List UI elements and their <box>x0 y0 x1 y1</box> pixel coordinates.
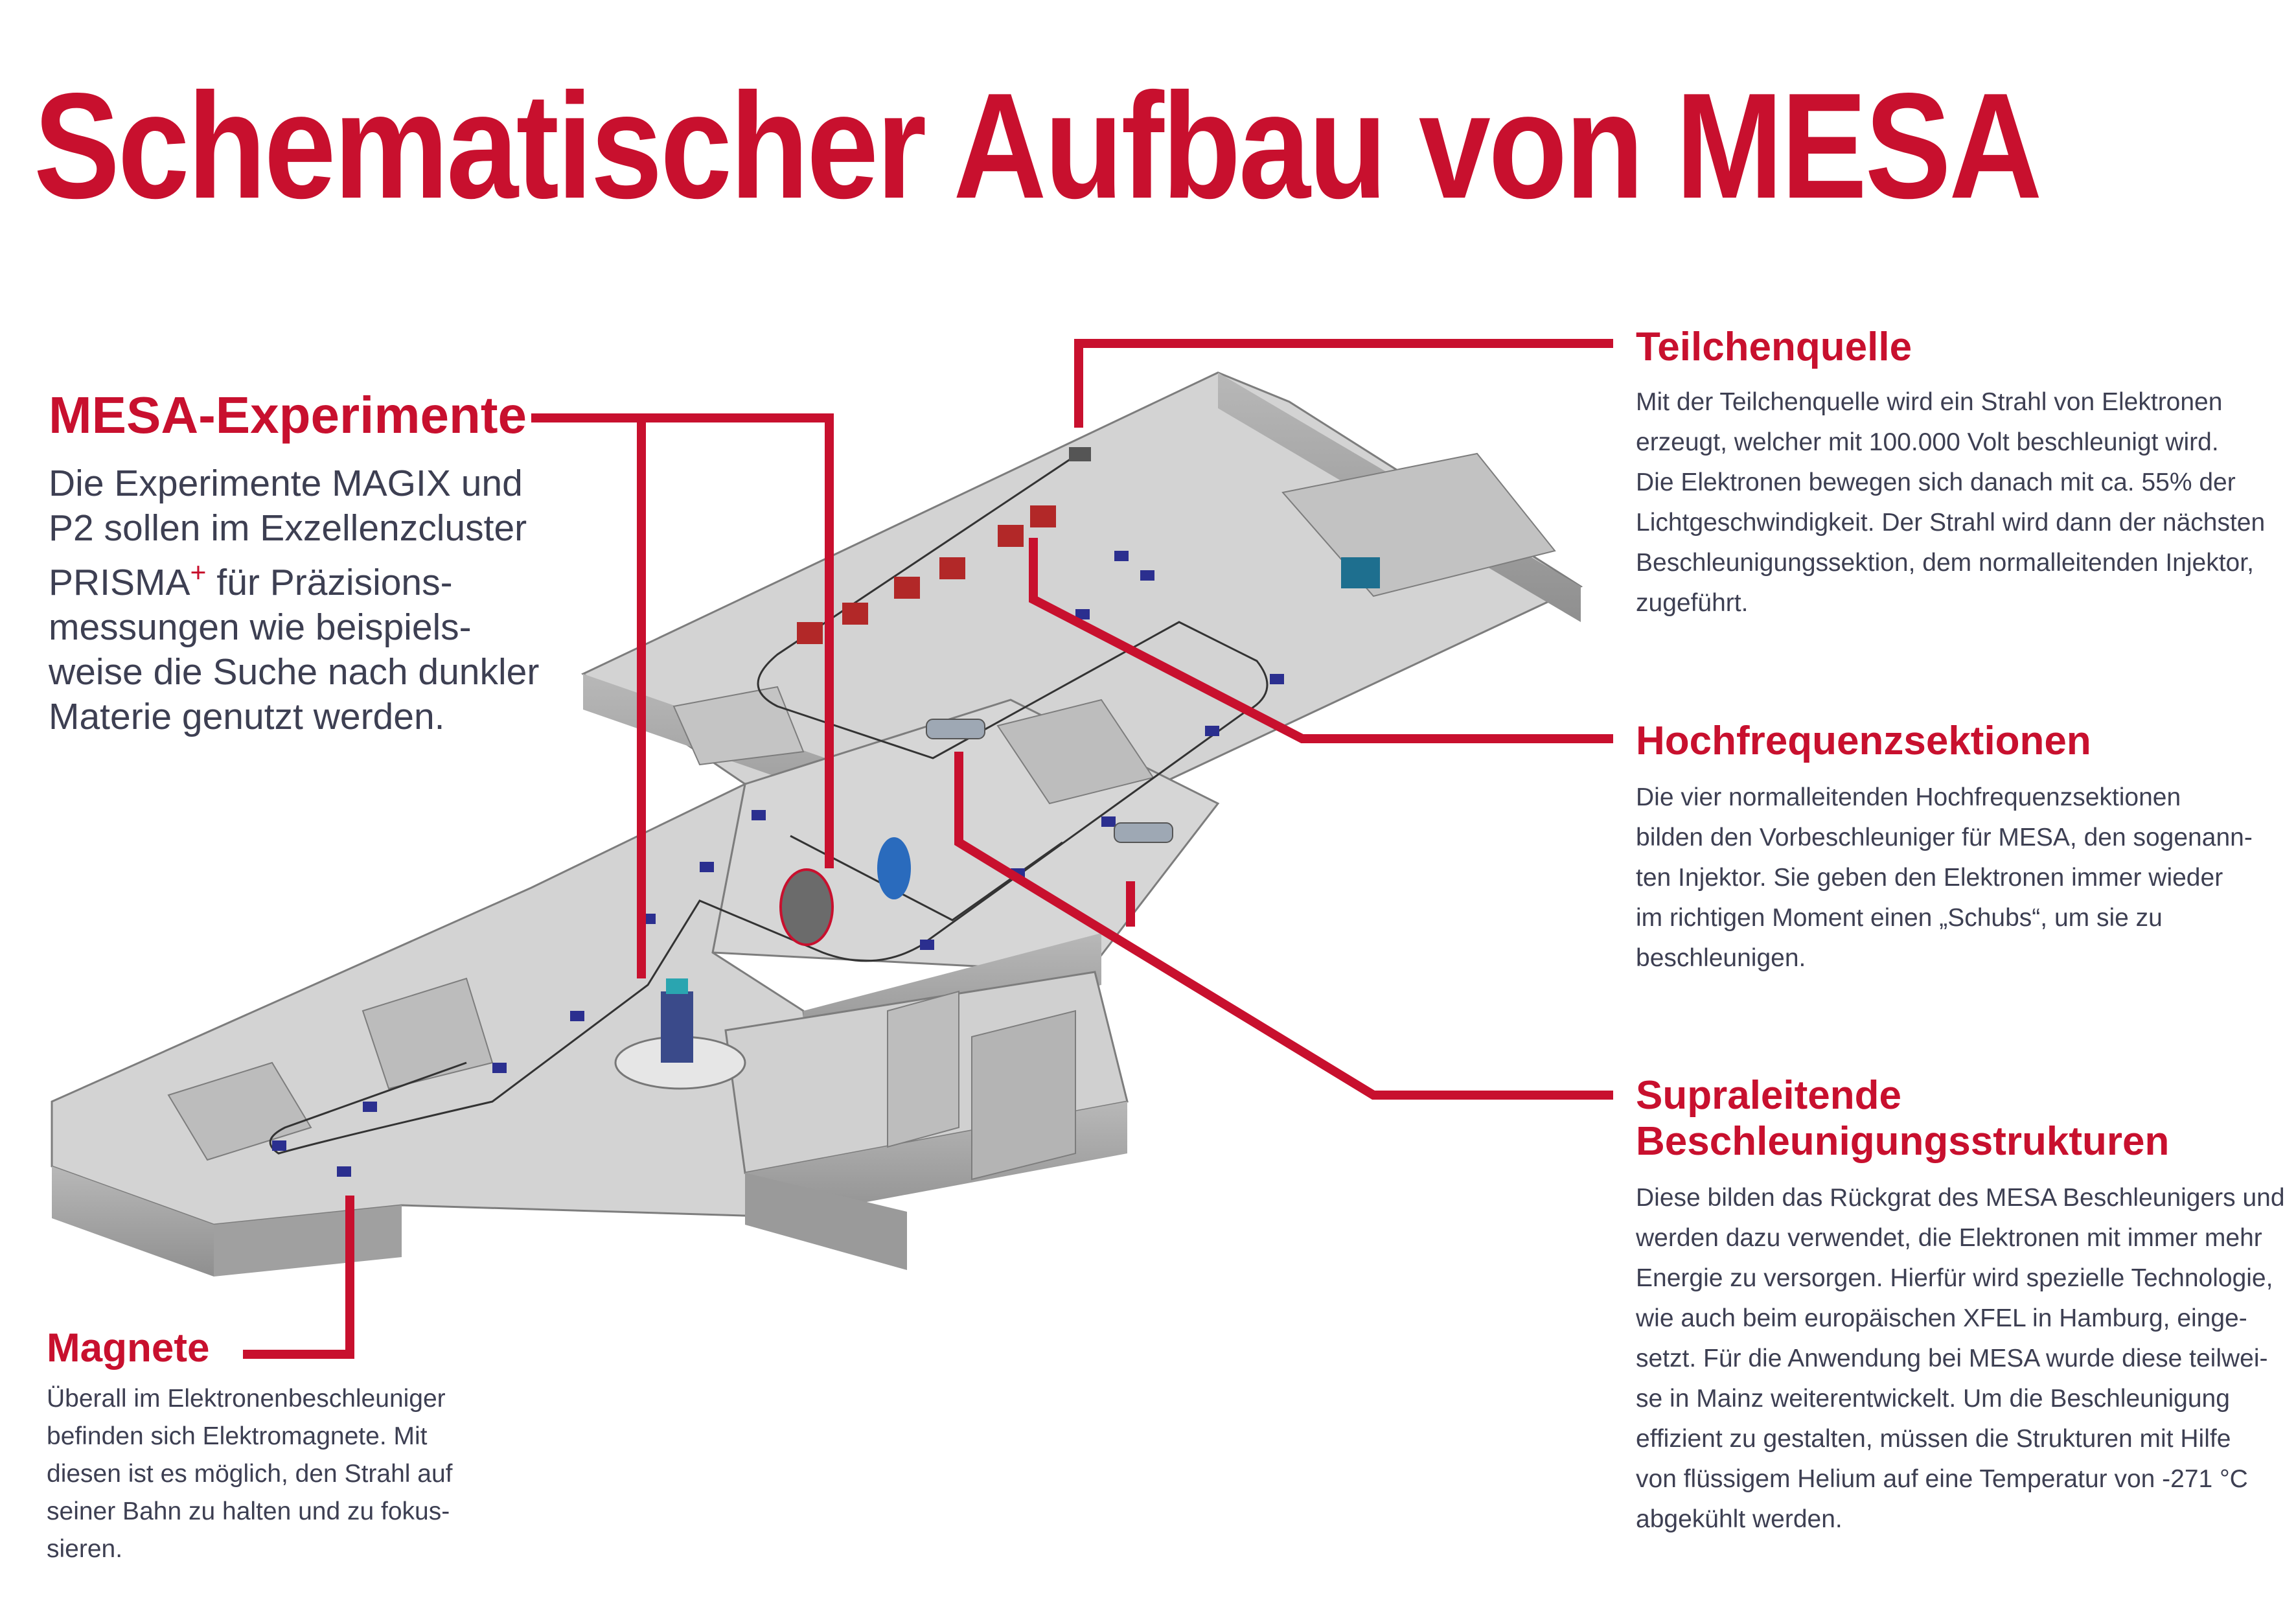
heading-hochfrequenz: Hochfrequenzsektionen <box>1636 719 2091 763</box>
text-supraleitend: Diese bilden das Rückgrat des MESA Besch… <box>1636 1184 2285 1533</box>
rf-sections <box>797 505 1056 644</box>
experiment-magix <box>614 978 746 1090</box>
experiment-p2 <box>779 837 911 946</box>
beamline-path <box>269 452 1269 1155</box>
leader-supraleitend <box>954 752 1613 1100</box>
heading-magnete: Magnete <box>47 1326 210 1370</box>
leader-experimente <box>531 413 834 868</box>
heading-experimente: MESA-Experimente <box>49 386 527 444</box>
heading-supraleitend: Supraleitende Beschleunigungsstrukturen <box>1636 1073 2170 1164</box>
magnet-markers <box>272 551 1284 1177</box>
equipment-box <box>1341 557 1380 588</box>
heading-teilchenquelle: Teilchenquelle <box>1636 325 1912 369</box>
superconducting-cryomodules <box>926 719 1173 843</box>
leader-hochfrequenz <box>1029 538 1613 743</box>
text-teilchenquelle: Mit der Teilchenquelle wird ein Strahl v… <box>1636 388 2266 617</box>
page-title: Schematischer Aufbau von MESA <box>34 62 2042 230</box>
particle-source <box>1069 447 1091 461</box>
text-hochfrequenz: Die vier normalleitenden Hochfrequenzsek… <box>1636 783 2253 972</box>
text-magnete: Überall im Elektronenbeschleuniger befin… <box>47 1385 453 1563</box>
leader-teilchenquelle <box>1074 339 1613 428</box>
leader-lines <box>243 339 1613 1359</box>
text-experimente: Die Experimente MAGIX und P2 sollen im E… <box>49 463 540 737</box>
leader-magnete <box>243 1196 354 1359</box>
